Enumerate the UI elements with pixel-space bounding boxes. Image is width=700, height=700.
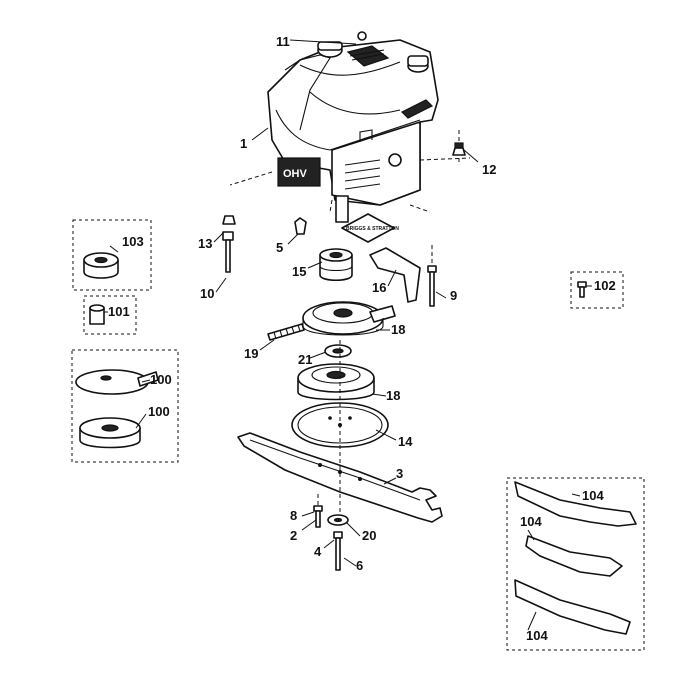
callout-2: 2: [290, 528, 297, 543]
clutch-upper-18: [302, 301, 396, 336]
box-104: [506, 477, 645, 651]
callout-104-top: 104: [582, 488, 604, 503]
callout-101: 101: [108, 304, 130, 319]
callout-104-bottom: 104: [526, 628, 548, 643]
callout-5: 5: [276, 240, 283, 255]
callout-20: 20: [362, 528, 376, 543]
clutch-lower-18: [297, 363, 375, 401]
callout-13: 13: [198, 236, 212, 251]
engine: OHV BRIGGS & STRATTON: [229, 31, 471, 243]
callout-numbers: 11 1 12 13 5 15 16 10 9 18 19 21 18 14 3…: [108, 34, 616, 643]
callout-4: 4: [314, 544, 322, 559]
key-5: [294, 217, 307, 235]
box-100: [71, 349, 179, 463]
washer-20: [327, 514, 349, 526]
callout-19: 19: [244, 346, 258, 361]
spring-19: [267, 323, 305, 341]
callout-18-upper: 18: [391, 322, 405, 337]
callout-12: 12: [482, 162, 496, 177]
callout-104-mid: 104: [520, 514, 542, 529]
bolt-10-nut-13: [222, 215, 236, 273]
callout-8: 8: [290, 508, 297, 523]
leader-lines: [104, 39, 592, 631]
callout-21: 21: [298, 352, 312, 367]
callout-15: 15: [292, 264, 306, 279]
callout-11: 11: [276, 34, 290, 49]
callout-102: 102: [594, 278, 616, 293]
callout-14: 14: [398, 434, 413, 449]
bracket-16: [369, 247, 421, 303]
spacer-15: [319, 248, 353, 282]
callout-9: 9: [450, 288, 457, 303]
bolt-2: [313, 494, 323, 528]
callout-18-lower: 18: [386, 388, 400, 403]
box-101: [83, 295, 137, 335]
callout-1: 1: [240, 136, 247, 151]
callout-10: 10: [200, 286, 214, 301]
bolt-9: [427, 245, 437, 307]
box-103: [72, 219, 152, 291]
callout-100-upper: 100: [150, 372, 172, 387]
brand-label: BRIGGS & STRATTON: [346, 226, 399, 232]
callout-100-lower: 100: [148, 404, 170, 419]
nut-12: [452, 130, 466, 162]
box-102: [570, 271, 624, 309]
ohv-label: OHV: [283, 168, 308, 180]
blade-3: [237, 432, 443, 523]
callout-16: 16: [372, 280, 386, 295]
bolt-6: [333, 531, 343, 571]
callout-103: 103: [122, 234, 144, 249]
callout-6: 6: [356, 558, 363, 573]
washer-21: [324, 344, 352, 358]
callout-3: 3: [396, 466, 403, 481]
